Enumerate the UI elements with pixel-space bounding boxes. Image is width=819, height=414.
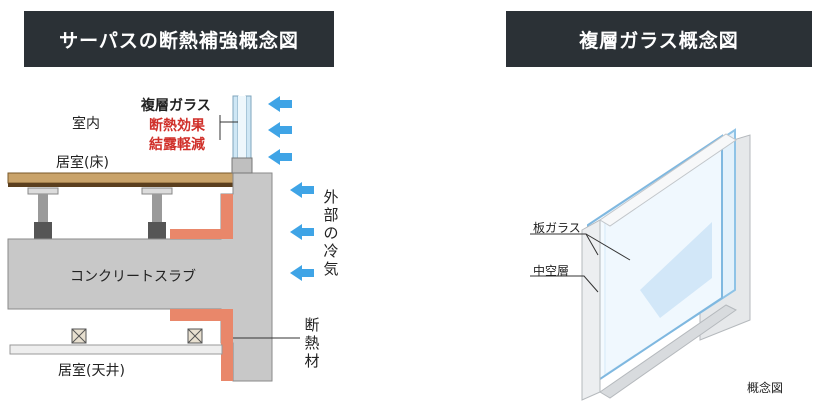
label-concept-diagram: 概念図 (747, 381, 784, 395)
arrow-icon (268, 149, 292, 165)
insulation-lower (170, 309, 233, 381)
arrow-icon (290, 265, 314, 281)
left-diagram-title: サーパスの断熱補強概念図 (24, 11, 334, 67)
arrow-icon (290, 182, 314, 198)
cold-air-arrows (268, 96, 314, 281)
label-room-floor: 居室(床) (56, 155, 109, 171)
label-indoor: 室内 (72, 116, 100, 132)
label-hollow-layer: 中空層 (533, 264, 570, 278)
multi-layer-glass-window (231, 95, 253, 174)
label-insulation-material: 断熱材 (304, 316, 320, 370)
label-room-ceiling: 居室(天井) (58, 363, 125, 379)
leader-lines-left (219, 115, 300, 339)
label-condensation-reduction: 結露軽減 (149, 137, 205, 153)
ceiling-board (9, 328, 223, 355)
floor-support-posts (27, 187, 173, 240)
label-glass-pane: 板ガラス (533, 221, 581, 235)
label-concrete-slab: コンクリートスラブ (70, 269, 196, 285)
arrow-icon (268, 122, 292, 138)
double-glazing-illustration (581, 128, 751, 401)
insulation-upper (170, 194, 233, 239)
label-outside-cold-air: 外部の冷気 (323, 188, 339, 278)
arrow-icon (290, 224, 314, 240)
arrow-icon (268, 96, 292, 112)
label-insulation-effect: 断熱効果 (149, 118, 205, 134)
right-diagram-title: 複層ガラス概念図 (506, 11, 812, 67)
floor-board (7, 172, 243, 187)
label-multi-glass: 複層ガラス (141, 98, 211, 114)
leader-lines-right (530, 233, 631, 293)
